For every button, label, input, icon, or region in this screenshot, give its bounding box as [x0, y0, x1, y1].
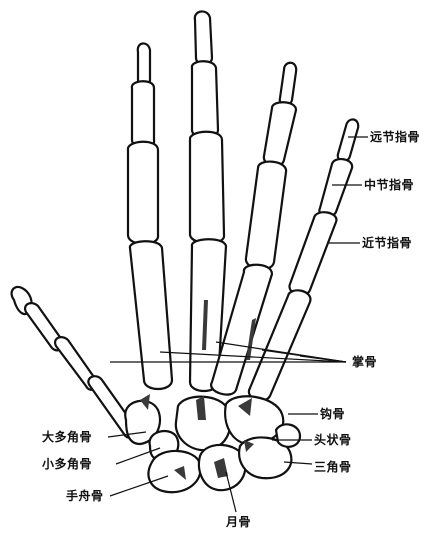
label-triquetrum: 三角骨	[314, 460, 352, 474]
carpal-bones	[125, 396, 300, 492]
middle-finger-bones	[190, 11, 226, 391]
label-metacarpal: 掌骨	[352, 355, 377, 369]
hamate-bone	[225, 396, 283, 444]
label-trapezium: 大多角骨	[42, 430, 92, 444]
label-scaphoid: 手舟骨	[66, 489, 104, 503]
label-distal-phalanx: 远节指骨	[370, 130, 420, 144]
pisiform-bone	[276, 424, 300, 446]
label-capitate: 头状骨	[314, 433, 352, 447]
label-lunate: 月骨	[226, 515, 251, 529]
index-finger-bones	[128, 43, 172, 389]
label-middle-phalanx: 中节指骨	[364, 178, 414, 192]
label-hamate: 钩骨	[320, 407, 345, 421]
scaphoid-bone	[149, 451, 201, 492]
label-proximal-phalanx: 近节指骨	[362, 236, 412, 250]
label-trapezoid: 小多角骨	[42, 457, 92, 471]
